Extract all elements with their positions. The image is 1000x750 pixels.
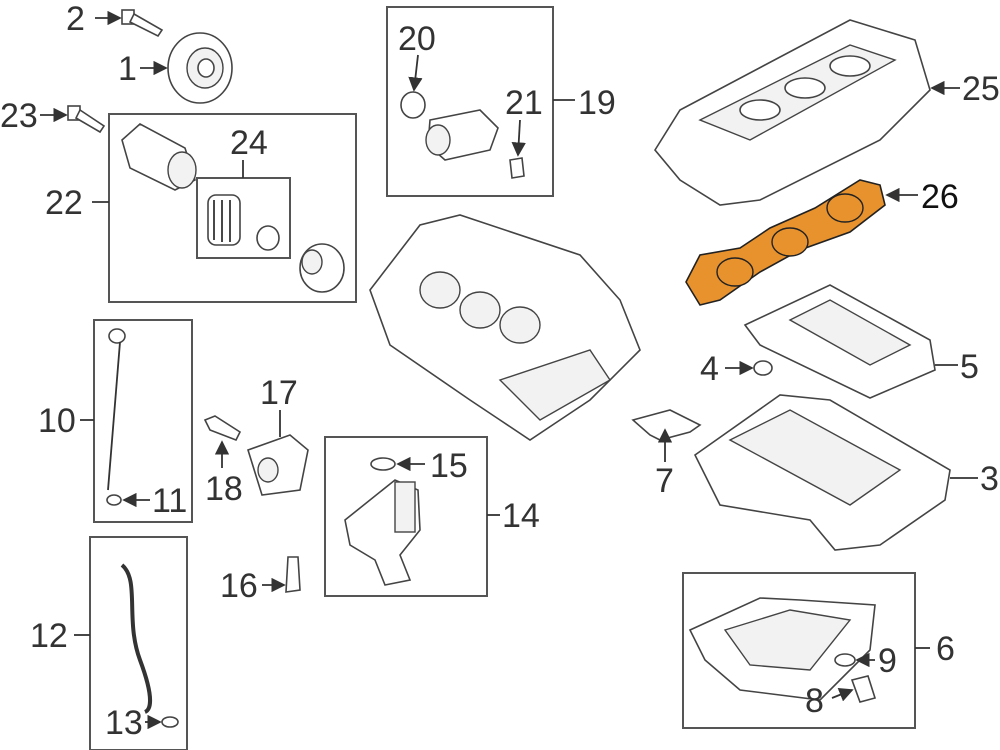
callout-20[interactable]: 20 bbox=[398, 20, 436, 58]
callout-19[interactable]: 19 bbox=[578, 84, 616, 122]
o-ring-part-13[interactable] bbox=[161, 716, 179, 728]
lower-oil-pan-part[interactable] bbox=[688, 597, 876, 701]
callout-15[interactable]: 15 bbox=[430, 447, 468, 485]
group-box-12 bbox=[89, 536, 188, 750]
callout-16[interactable]: 16 bbox=[220, 567, 258, 605]
callout-25[interactable]: 25 bbox=[962, 70, 1000, 108]
group-box-6 bbox=[682, 572, 916, 729]
drain-plug-part-8[interactable] bbox=[850, 675, 877, 703]
oil-filter-cap-part[interactable] bbox=[299, 243, 345, 293]
callout-6[interactable]: 6 bbox=[936, 630, 955, 668]
callout-2[interactable]: 2 bbox=[66, 0, 85, 38]
bolt-part-23[interactable] bbox=[67, 105, 106, 134]
callout-14[interactable]: 14 bbox=[502, 497, 540, 535]
bracket-part-17[interactable] bbox=[247, 434, 309, 496]
callout-4[interactable]: 4 bbox=[700, 350, 719, 388]
bolt-part-16[interactable] bbox=[285, 556, 301, 593]
bracket-part-7[interactable] bbox=[631, 409, 702, 441]
callout-11[interactable]: 11 bbox=[152, 482, 187, 520]
intake-manifold-gasket-part[interactable] bbox=[685, 179, 886, 306]
group-box-19 bbox=[386, 6, 554, 197]
water-outlet-part[interactable] bbox=[400, 91, 525, 179]
gasket-part-15[interactable] bbox=[370, 457, 396, 471]
oil-filter-element-part[interactable] bbox=[207, 194, 280, 251]
group-box-22 bbox=[108, 113, 357, 303]
oil-pan-upper-baffle-part[interactable] bbox=[743, 284, 936, 399]
callout-3[interactable]: 3 bbox=[980, 460, 999, 498]
callout-23[interactable]: 23 bbox=[0, 97, 38, 135]
callout-22[interactable]: 22 bbox=[45, 184, 83, 222]
o-ring-part-4[interactable] bbox=[753, 360, 773, 376]
callout-17[interactable]: 17 bbox=[260, 374, 298, 412]
o-ring-part-11[interactable] bbox=[106, 494, 122, 506]
engine-block-part[interactable] bbox=[369, 214, 641, 441]
callout-21[interactable]: 21 bbox=[505, 84, 543, 122]
callout-1[interactable]: 1 bbox=[118, 50, 137, 88]
oil-pump-part[interactable] bbox=[344, 479, 421, 586]
callout-13[interactable]: 13 bbox=[105, 704, 143, 742]
dipstick-tube-part[interactable] bbox=[120, 563, 152, 714]
callout-12[interactable]: 12 bbox=[30, 617, 68, 655]
group-box-14 bbox=[324, 436, 488, 597]
callout-7[interactable]: 7 bbox=[655, 462, 674, 500]
gasket-part-9[interactable] bbox=[834, 653, 856, 667]
oil-filter-housing-part[interactable] bbox=[121, 123, 197, 191]
group-box-10 bbox=[93, 319, 193, 523]
callout-5[interactable]: 5 bbox=[960, 348, 979, 386]
callout-26[interactable]: 26 bbox=[921, 178, 959, 216]
crankshaft-pulley-part[interactable] bbox=[167, 32, 233, 104]
intake-manifold-part[interactable] bbox=[654, 19, 931, 206]
bolt-part-18[interactable] bbox=[203, 415, 242, 442]
callout-10[interactable]: 10 bbox=[38, 402, 76, 440]
callout-8[interactable]: 8 bbox=[805, 682, 824, 720]
upper-oil-pan-part[interactable] bbox=[693, 394, 951, 551]
callout-9[interactable]: 9 bbox=[878, 642, 897, 680]
callout-24[interactable]: 24 bbox=[230, 124, 268, 162]
bolt-part-2[interactable] bbox=[121, 9, 164, 38]
callout-18[interactable]: 18 bbox=[205, 470, 243, 508]
oil-dipstick-part[interactable] bbox=[107, 328, 126, 491]
